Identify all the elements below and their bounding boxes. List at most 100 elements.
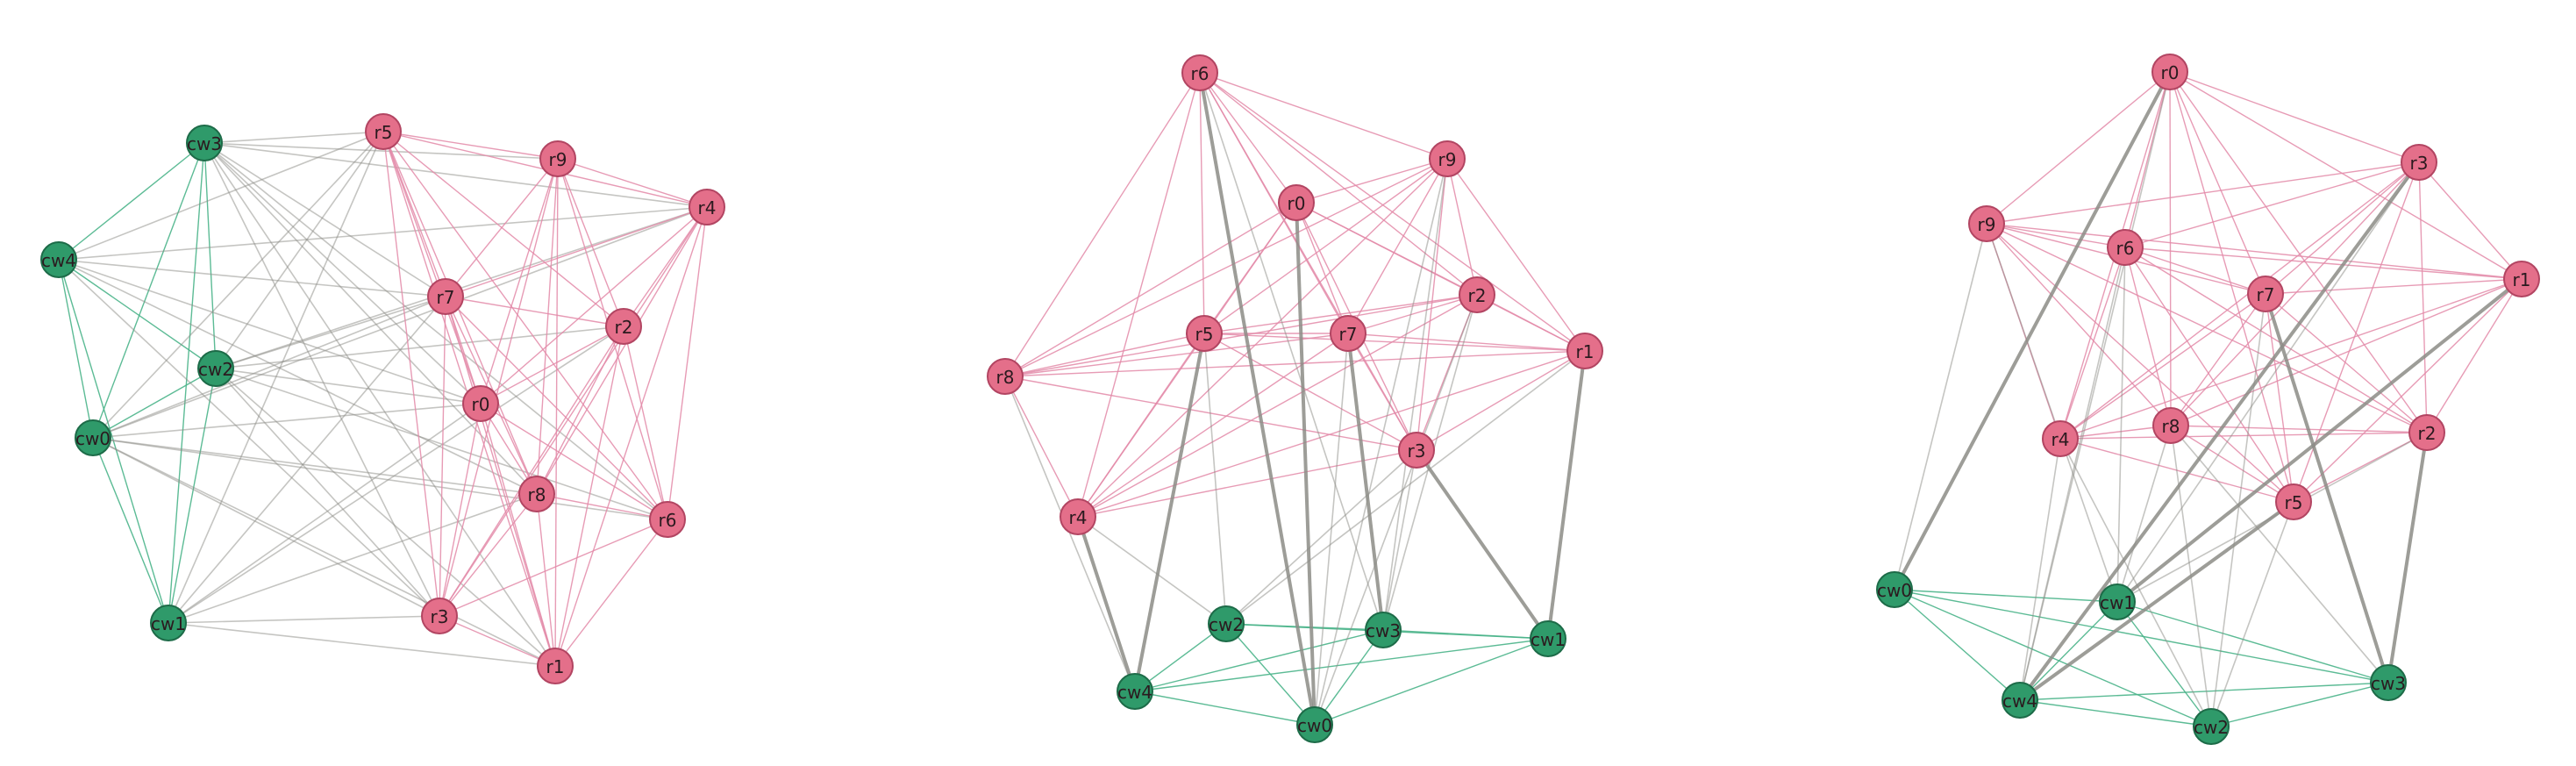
r-r-edge [2059, 425, 2172, 440]
cross-group-edge [215, 296, 446, 369]
cross-group-edge [92, 296, 446, 439]
r-r-edge [445, 296, 556, 667]
node-cw2: cw2 [197, 350, 234, 387]
r-r-edge [1986, 223, 2172, 426]
cross-group-edge [1295, 202, 1317, 726]
r-r-edge [2124, 247, 2266, 295]
r-r-edge [1347, 294, 1478, 334]
cw-cw-edge [168, 142, 205, 624]
node-label: r5 [375, 122, 393, 143]
edge-layer [1004, 72, 1587, 726]
r-r-edge [480, 206, 708, 404]
r-r-edge [536, 326, 624, 495]
r-r-edge [382, 131, 538, 495]
node-circle [1968, 205, 2005, 242]
r-r-edge [1986, 223, 2522, 280]
node-circle [2151, 54, 2188, 90]
cross-group-edge [2018, 161, 2421, 702]
node-r5: r5 [365, 113, 402, 150]
cross-group-edge [203, 142, 446, 297]
node-label: r7 [1339, 324, 1358, 345]
cross-group-edge [58, 259, 538, 495]
r-r-edge [480, 326, 624, 404]
cross-group-edge [215, 368, 668, 520]
r-r-edge [667, 206, 708, 520]
node-circle [186, 125, 223, 161]
r-r-edge [480, 403, 556, 667]
cross-group-edge [203, 142, 559, 160]
node-label: r9 [1438, 149, 1457, 170]
node-circle [75, 419, 111, 456]
node-r0: r0 [1278, 184, 1315, 221]
r-r-edge [1476, 294, 1586, 352]
node-r8: r8 [2152, 407, 2189, 444]
r-r-edge [2265, 293, 2294, 503]
node-circle [2099, 583, 2136, 620]
r-r-edge [2059, 247, 2126, 440]
cw-cw-edge [1134, 629, 1384, 692]
node-label: r5 [1195, 324, 1214, 345]
node-label: r0 [2161, 62, 2180, 83]
node-circle [1117, 673, 1153, 710]
cross-group-edge [92, 437, 440, 617]
cross-group-edge [168, 615, 440, 624]
node-label: r8 [528, 484, 546, 505]
node-circle [2370, 664, 2407, 701]
r-r-edge [1347, 333, 1586, 352]
r-r-edge [2293, 161, 2420, 503]
r-r-edge [1295, 158, 1448, 204]
r-r-edge [439, 403, 482, 617]
cw-cw-edge [1134, 638, 1549, 692]
r-r-edge [1199, 72, 1448, 160]
r-r-edge [2059, 161, 2420, 440]
node-r8: r8 [987, 358, 1024, 395]
cross-group-edge [203, 142, 482, 404]
node-r9: r9 [1429, 140, 1466, 177]
cw-cw-edge [2019, 601, 2118, 701]
node-circle [537, 648, 574, 684]
node-label: r1 [2513, 269, 2531, 290]
node-circle [2247, 276, 2284, 312]
cross-group-edge [168, 131, 384, 624]
cw-cw-edge [2019, 699, 2212, 727]
r-r-edge [1986, 161, 2420, 225]
cw-cw-edge [92, 368, 217, 439]
node-label: r4 [1069, 507, 1088, 528]
r-r-edge [2418, 161, 2522, 280]
r-r-edge [2169, 71, 2172, 426]
node-cw1: cw1 [1530, 620, 1566, 657]
node-cw0: cw0 [1296, 706, 1333, 743]
node-cw1: cw1 [150, 605, 187, 641]
cross-group-edge [203, 142, 556, 667]
r-r-edge [1004, 333, 1205, 377]
cross-group-edge [1894, 223, 1987, 591]
cross-group-edge [2116, 277, 2523, 604]
node-label: cw3 [2371, 673, 2406, 694]
node-label: r6 [1191, 63, 1210, 84]
r-r-edge [2059, 278, 2522, 440]
cross-group-edge [1004, 376, 1136, 692]
r-r-edge [2426, 278, 2522, 433]
r-r-edge [557, 158, 708, 208]
r-r-edge [1986, 223, 2294, 503]
r-r-edge [2170, 293, 2266, 426]
node-circle [987, 358, 1024, 395]
r-r-edge [2169, 71, 2420, 163]
r-r-edge [536, 158, 559, 495]
cross-group-edge [92, 437, 668, 520]
node-label: cw2 [1209, 614, 1244, 635]
node-circle [1278, 184, 1315, 221]
cross-group-edge [2210, 293, 2266, 727]
r-r-edge [2059, 293, 2266, 440]
r-r-edge [1077, 72, 1201, 518]
node-r7: r7 [1330, 315, 1366, 352]
node-r6: r6 [1181, 54, 1218, 91]
cross-group-edge [1314, 158, 1448, 726]
r-r-edge [554, 519, 668, 667]
node-circle [462, 385, 499, 422]
node-label: r7 [437, 287, 455, 308]
r-r-edge [1004, 202, 1297, 377]
node-circle [2408, 414, 2445, 451]
cross-group-edge [215, 368, 440, 617]
r-r-edge [1004, 72, 1201, 377]
